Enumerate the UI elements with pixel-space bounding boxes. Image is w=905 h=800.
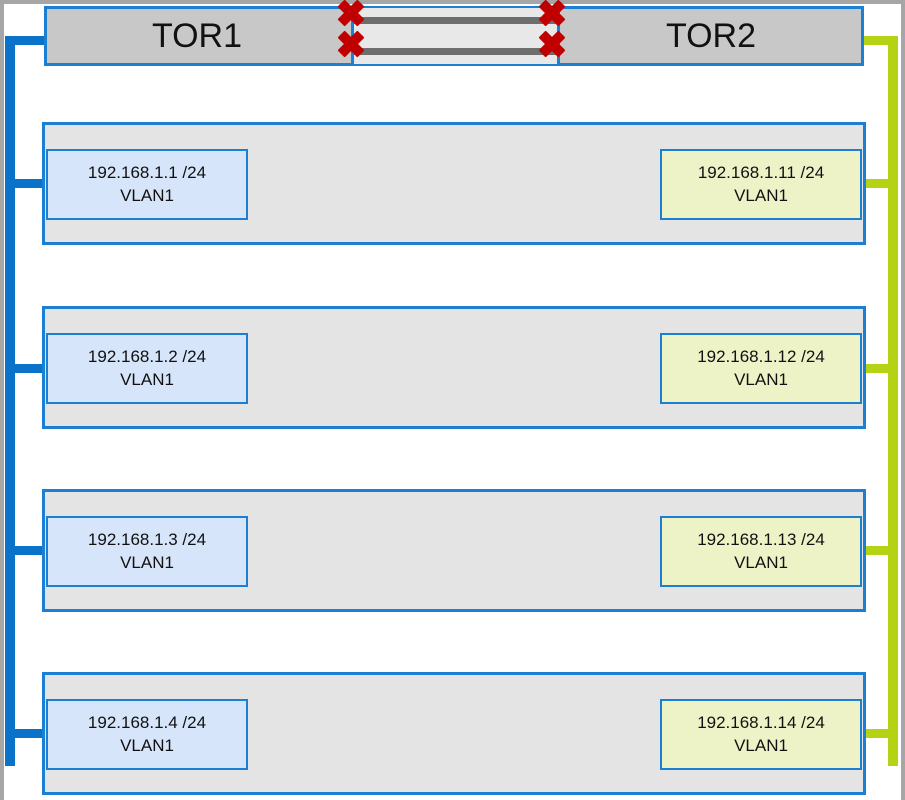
nic-box-left: 192.168.1.4 /24 VLAN1 [46, 699, 248, 770]
cable-branch-left-switch [5, 36, 45, 45]
cable-branch-right-switch [862, 36, 898, 45]
nic-vlan-label: VLAN1 [734, 552, 788, 572]
page-frame-left [0, 0, 4, 800]
nic-box-left: 192.168.1.1 /24 VLAN1 [46, 149, 248, 220]
nic-vlan-label: VLAN1 [120, 552, 174, 572]
cable-trunk-left [5, 36, 15, 766]
cable-branch-right-3 [862, 546, 898, 555]
nic-ip-label: 192.168.1.4 /24 [87, 712, 207, 732]
inter-switch-link-1 [354, 17, 557, 24]
nic-vlan-label: VLAN1 [120, 735, 174, 755]
nic-vlan-label: VLAN1 [734, 369, 788, 389]
nic-box-right: 192.168.1.11 /24 VLAN1 [660, 149, 862, 220]
nic-ip-label: 192.168.1.2 /24 [87, 346, 207, 366]
host-row: 192.168.1.2 /24 VLAN1 192.168.1.12 /24 V… [42, 306, 866, 429]
nic-ip-label: 192.168.1.3 /24 [87, 529, 207, 549]
nic-box-right: 192.168.1.14 /24 VLAN1 [660, 699, 862, 770]
nic-vlan-label: VLAN1 [734, 735, 788, 755]
nic-box-right: 192.168.1.12 /24 VLAN1 [660, 333, 862, 404]
switch-label-tor1: TOR1 [151, 17, 243, 55]
cable-branch-left-3 [5, 546, 45, 555]
cable-branch-right-2 [862, 364, 898, 373]
page-frame-right [901, 0, 905, 800]
host-row: 192.168.1.1 /24 VLAN1 192.168.1.11 /24 V… [42, 122, 866, 245]
nic-ip-label: 192.168.1.14 /24 [697, 712, 825, 732]
nic-vlan-label: VLAN1 [120, 369, 174, 389]
nic-ip-label: 192.168.1.13 /24 [697, 529, 825, 549]
switch-label-tor2: TOR2 [665, 17, 757, 55]
cable-trunk-right [888, 36, 898, 766]
cable-branch-right-1 [862, 179, 898, 188]
nic-vlan-label: VLAN1 [734, 185, 788, 205]
host-row: 192.168.1.4 /24 VLAN1 192.168.1.14 /24 V… [42, 672, 866, 795]
cable-branch-left-4 [5, 729, 45, 738]
cable-branch-right-4 [862, 729, 898, 738]
nic-box-left: 192.168.1.2 /24 VLAN1 [46, 333, 248, 404]
cable-branch-left-2 [5, 364, 45, 373]
nic-box-left: 192.168.1.3 /24 VLAN1 [46, 516, 248, 587]
nic-ip-label: 192.168.1.11 /24 [697, 162, 825, 182]
nic-ip-label: 192.168.1.1 /24 [87, 162, 207, 182]
nic-ip-label: 192.168.1.12 /24 [697, 346, 825, 366]
page-frame-top [0, 0, 905, 4]
cable-branch-left-1 [5, 179, 45, 188]
nic-box-right: 192.168.1.13 /24 VLAN1 [660, 516, 862, 587]
inter-switch-link-2 [354, 48, 557, 55]
host-row: 192.168.1.3 /24 VLAN1 192.168.1.13 /24 V… [42, 489, 866, 612]
nic-vlan-label: VLAN1 [120, 185, 174, 205]
inter-switch-link-panel [351, 8, 560, 64]
